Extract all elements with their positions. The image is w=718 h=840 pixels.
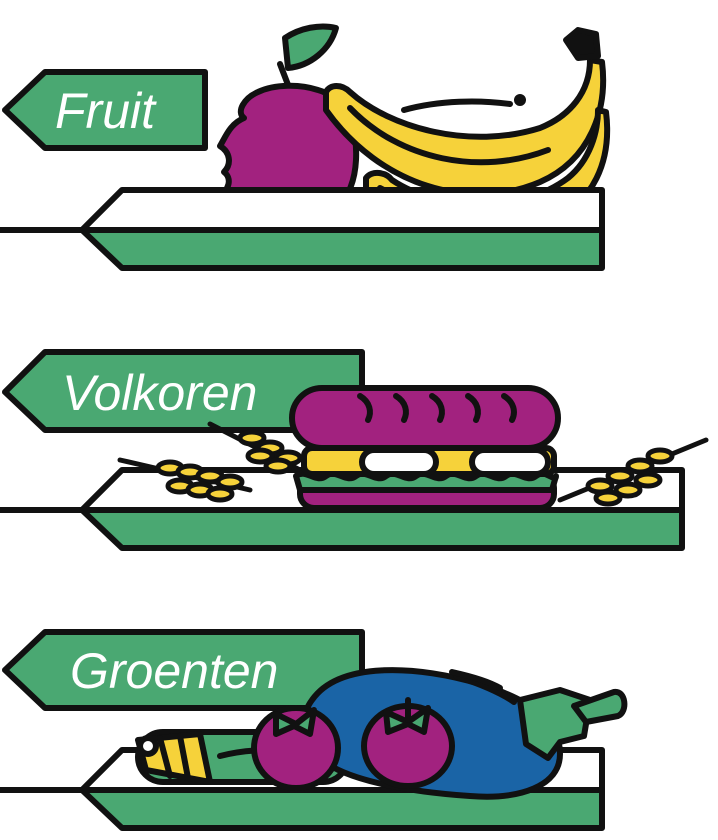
tomato-icon (251, 697, 455, 791)
fruit-sign: Fruit (2, 69, 208, 151)
groenten-label: Groenten (70, 643, 278, 699)
wheat-icon (117, 421, 709, 507)
shelf-fruit: Fruit (0, 23, 611, 271)
groenten-sign: Groenten (2, 629, 365, 711)
sandwich-icon (289, 385, 561, 511)
fruit-label: Fruit (55, 83, 157, 139)
shelf-volkoren: Volkoren (0, 349, 709, 551)
shelf-groenten: Groenten (0, 629, 628, 831)
shelf-board-1 (0, 187, 605, 271)
volkoren-label: Volkoren (62, 365, 257, 421)
